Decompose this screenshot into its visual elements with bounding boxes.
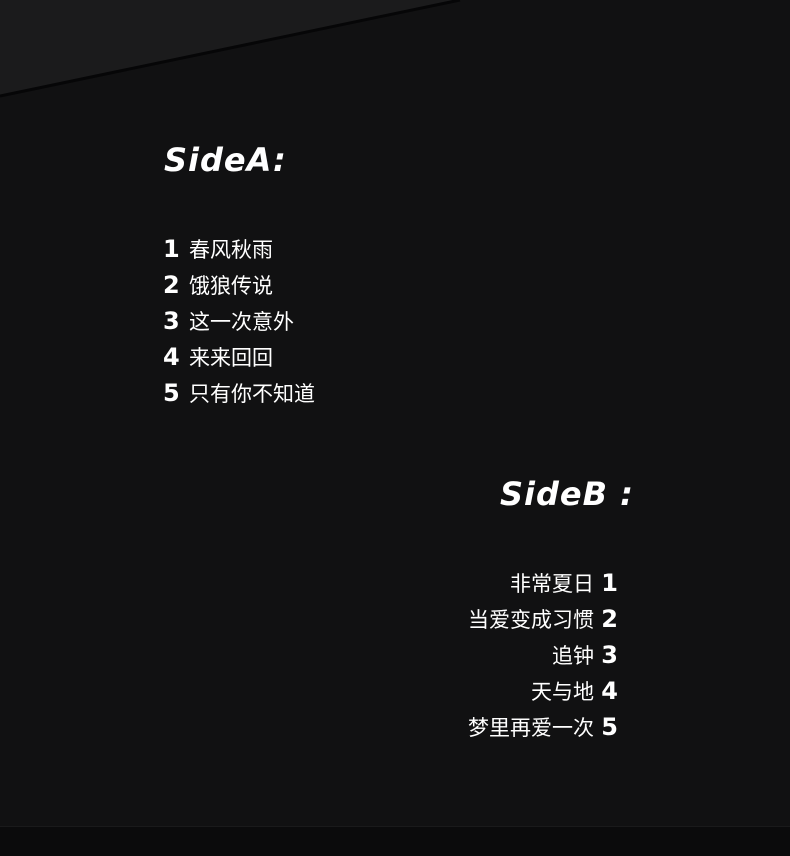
track-number: 3 (601, 641, 618, 669)
track-title: 春风秋雨 (189, 238, 273, 262)
list-item: 非常夏日 1 (468, 565, 618, 601)
track-title: 来来回回 (189, 346, 273, 370)
track-title: 梦里再爱一次 (468, 716, 594, 740)
track-title: 饿狼传说 (189, 274, 273, 298)
side-a-tracklist: 1 春风秋雨 2 饿狼传说 3 这一次意外 4 来来回回 5 只有你不知道 (163, 231, 315, 411)
track-number: 1 (163, 235, 180, 263)
list-item: 2 饿狼传说 (163, 267, 315, 303)
list-item: 当爱变成习惯 2 (468, 601, 618, 637)
track-number: 2 (163, 271, 180, 299)
side-b-tracklist: 非常夏日 1 当爱变成习惯 2 追钟 3 天与地 4 梦里再爱一次 5 (468, 565, 618, 745)
track-title: 这一次意外 (189, 310, 294, 334)
track-number: 3 (163, 307, 180, 335)
side-b-title: SideB : (500, 475, 634, 513)
track-number: 4 (601, 677, 618, 705)
track-number: 1 (601, 569, 618, 597)
top-diagonal-band (0, 0, 461, 98)
track-title: 天与地 (531, 680, 594, 704)
track-number: 4 (163, 343, 180, 371)
list-item: 4 来来回回 (163, 339, 315, 375)
side-a-title: SideA: (164, 141, 287, 179)
track-number: 2 (601, 605, 618, 633)
track-number: 5 (601, 713, 618, 741)
list-item: 1 春风秋雨 (163, 231, 315, 267)
bottom-strip (0, 826, 790, 856)
list-item: 追钟 3 (468, 637, 618, 673)
list-item: 5 只有你不知道 (163, 375, 315, 411)
track-title: 追钟 (552, 644, 594, 668)
list-item: 梦里再爱一次 5 (468, 709, 618, 745)
track-title: 非常夏日 (510, 572, 594, 596)
list-item: 3 这一次意外 (163, 303, 315, 339)
track-title: 只有你不知道 (189, 382, 315, 406)
track-number: 5 (163, 379, 180, 407)
track-title: 当爱变成习惯 (468, 608, 594, 632)
list-item: 天与地 4 (468, 673, 618, 709)
